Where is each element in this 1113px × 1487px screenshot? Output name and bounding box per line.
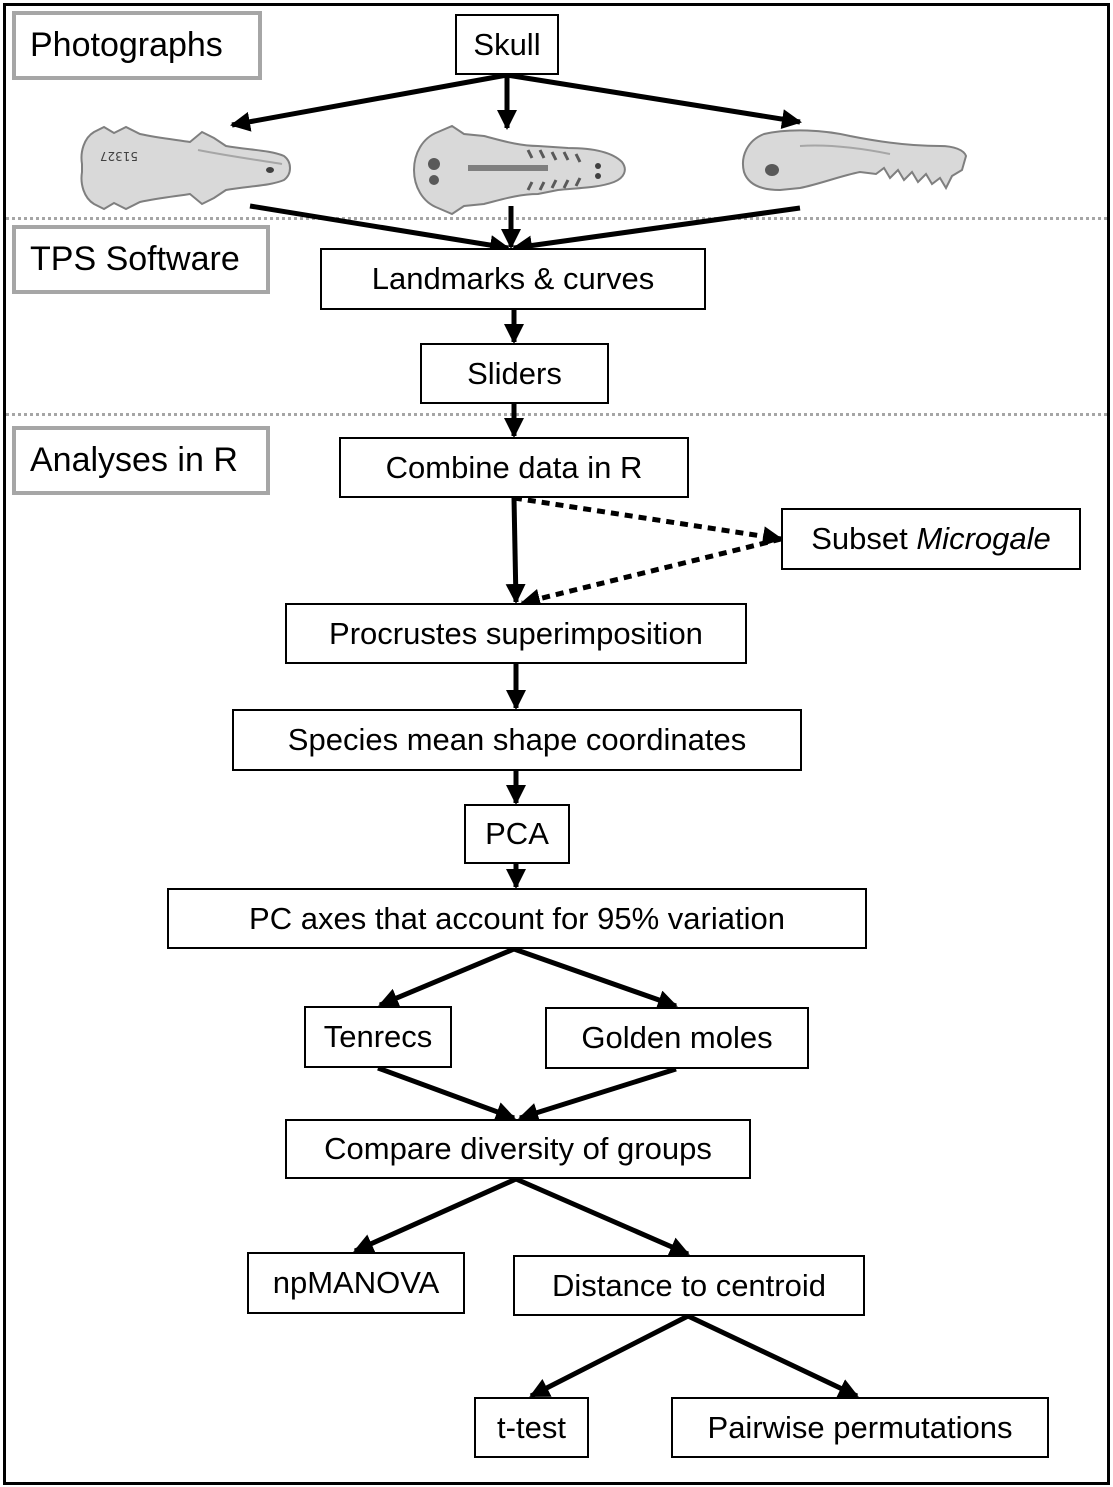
edge-combine-to-subset-dotted [513,495,783,547]
node-t-test: t-test [474,1397,589,1458]
outer-frame [3,3,1110,1485]
edge-skull-to-lateral [506,72,802,130]
section-photographs: Photographs [12,11,262,80]
ventral-view-skull [412,124,626,216]
lateral-view-skull [742,129,968,192]
edge-pc-axes-to-tenrecs [378,946,515,1008]
subset-prefix-text: Subset [811,521,917,556]
node-compare-diversity: Compare diversity of groups [285,1119,751,1179]
node-pairwise-permutations: Pairwise permutations [671,1397,1049,1458]
edge-golden-moles-to-compare [518,1066,677,1123]
node-distance-to-centroid: Distance to centroid [513,1255,865,1316]
node-tenrecs: Tenrecs [304,1006,452,1068]
section-tps-software: TPS Software [12,225,270,294]
node-sliders: Sliders [420,343,609,404]
dorsal-view-skull: 51327 [80,125,291,211]
section-divider-2 [6,413,1107,416]
node-subset-microgale: Subset Microgale [781,508,1081,570]
node-species-mean: Species mean shape coordinates [232,709,802,771]
edge-distance-to-pairwise [686,1313,859,1399]
edge-compare-to-npmanova [353,1176,518,1254]
edge-tenrecs-to-compare [377,1065,516,1122]
section-divider-1 [6,217,1107,220]
edge-distance-to-ttest [529,1313,690,1399]
node-pca: PCA [464,804,570,864]
node-pc-axes: PC axes that account for 95% variation [167,888,867,949]
edge-compare-to-distance [515,1176,690,1257]
edge-subset-to-procrustes-dotted [520,536,782,609]
subset-genus-text: Microgale [916,521,1051,556]
node-npmanova: npMANOVA [247,1252,465,1314]
edge-combine-to-procrustes [505,497,526,604]
node-landmarks-curves: Landmarks & curves [320,248,706,310]
specimen-number-label: 51327 [100,149,138,163]
edge-pc-axes-to-golden-moles [513,946,678,1010]
edge-lateral-to-landmarks [512,205,801,256]
section-analyses-in-r: Analyses in R [12,426,270,495]
edge-skull-to-dorsal [230,72,508,132]
edge-dorsal-to-landmarks [249,203,510,255]
node-procrustes: Procrustes superimposition [285,603,747,664]
node-golden-moles: Golden moles [545,1007,809,1069]
node-combine-data: Combine data in R [339,437,689,498]
node-skull: Skull [455,14,559,75]
